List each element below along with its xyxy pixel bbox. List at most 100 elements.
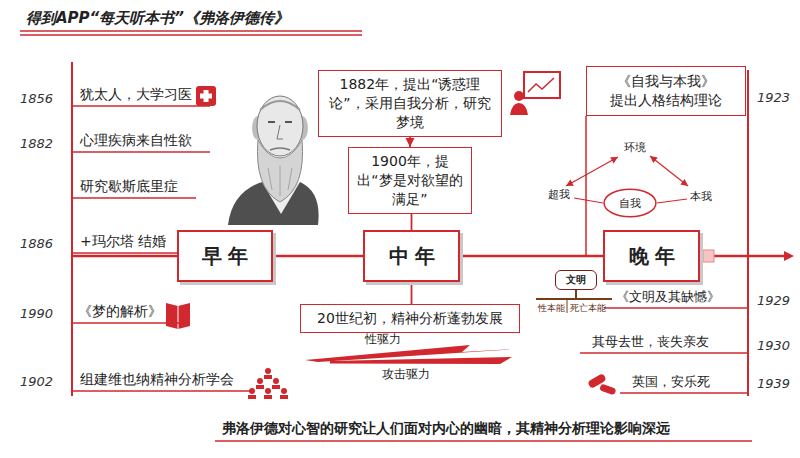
event-label: 心理疾病来自性欲 [80, 132, 192, 150]
event-label: 组建维也纳精神分析学会 [80, 371, 234, 389]
diagram-label: 环境 [624, 140, 646, 155]
presentation-icon [510, 103, 528, 115]
instinct-label: 性本能 [538, 302, 565, 315]
drive-label: 性驱力 [365, 331, 401, 348]
year-label: 1886 [20, 236, 53, 251]
node-subtext: 提出人格结构理论 [610, 91, 722, 110]
society-icon [264, 375, 272, 379]
year-label: 1923 [757, 90, 790, 105]
node-text: 早年 [202, 243, 254, 270]
caption-text: 弗洛伊德对心智的研究让人们面对内心的幽暗，其精神分析理论影响深远 [222, 420, 670, 438]
event-box: 1900年，提出“梦是对欲望的满足” [348, 147, 472, 214]
pills-icon [587, 373, 616, 395]
small-marker [703, 250, 714, 262]
entry-underline [72, 322, 180, 324]
society-icon [264, 395, 272, 399]
ego-circle: 自我 [603, 188, 657, 218]
event-label: 《文明及其缺憾》 [616, 288, 720, 306]
year-label: 1930 [757, 338, 790, 353]
year-label-holder: 1930 [757, 338, 790, 353]
freud-portrait [268, 168, 272, 190]
year-label-holder: 1886 [20, 236, 53, 251]
book-icon [166, 303, 190, 329]
timeline-arrowhead [784, 251, 794, 261]
year-label: 1902 [20, 374, 53, 389]
period-box: 晚年 [603, 230, 700, 282]
title-underline [20, 31, 362, 35]
society-icon [248, 368, 288, 399]
freud-portrait [268, 121, 275, 123]
personality-arrows [610, 157, 618, 164]
year-label-holder: 1902 [20, 374, 53, 389]
personality-arrows [680, 179, 688, 186]
society-icon [273, 378, 279, 384]
society-icon [280, 395, 288, 399]
year-label: 1856 [20, 91, 53, 106]
node-text: 中年 [389, 243, 441, 270]
period-box: 早年 [177, 230, 273, 282]
drive-wedges [305, 345, 516, 364]
balance-symbol [575, 290, 577, 299]
personality-arrows [650, 156, 658, 163]
event-label-holder: 《文明及其缺憾》 [616, 288, 720, 306]
event-box: 1882年，提出“诱惑理论”，采用自我分析，研究梦境 [318, 70, 502, 137]
freud-portrait [260, 101, 300, 110]
entry-underline [620, 392, 748, 394]
personality-arrows [566, 157, 618, 186]
event-label: +玛尔塔 结婚 [80, 233, 166, 251]
event-label-holder: 英国，安乐死 [632, 373, 710, 391]
connector [273, 256, 363, 257]
diagram-label: 超我 [548, 187, 570, 202]
diagram-label-holder: 本我 [690, 189, 712, 204]
year-label-holder: 1990 [20, 306, 53, 321]
year-label: 1929 [757, 293, 790, 308]
event-label: 《梦的解析》 [78, 303, 162, 321]
node-text: 文明 [566, 273, 586, 287]
diagram-label-holder: 超我 [548, 187, 570, 202]
title-text-holder: 得到APP“每天听本书”《弗洛伊德传》 [26, 9, 289, 28]
instinct-label-holder: 死亡本能 [570, 302, 606, 315]
society-icon [265, 368, 271, 374]
node-text: 20世纪初，精神分析蓬勃发展 [317, 309, 503, 328]
node-text: 1900年，提出“梦是对欲望的满足” [355, 152, 465, 209]
entry-underline [72, 151, 210, 153]
drive-label: 攻击驱力 [382, 366, 430, 383]
connector [411, 214, 412, 230]
year-label: 1882 [20, 136, 53, 151]
balance-symbol [567, 300, 568, 313]
event-label-holder: 组建维也纳精神分析学会 [80, 371, 234, 389]
freud-portrait [257, 96, 303, 156]
node-text: 晚年 [629, 243, 681, 270]
event-label-holder: 其母去世，丧失亲友 [592, 333, 709, 351]
event-label: 犹太人，大学习医 [80, 86, 192, 104]
instinct-label-holder: 性本能 [538, 302, 565, 315]
drive-wedges [330, 357, 512, 364]
timeline-lines [747, 70, 749, 396]
timeline-lines [585, 116, 587, 256]
presentation-icon [510, 72, 560, 115]
freud-portrait [285, 121, 292, 123]
caption-text-holder: 弗洛伊德对心智的研究让人们面对内心的幽暗，其精神分析理论影响深远 [222, 420, 670, 438]
event-label-holder: 犹太人，大学习医 [80, 86, 192, 104]
personality-arrows [566, 180, 574, 187]
book-box: 《自我与本我》提出人格结构理论 [586, 66, 746, 116]
diagram-label: 本我 [690, 189, 712, 204]
year-label: 1939 [757, 376, 790, 391]
connector-line [460, 255, 603, 258]
pills-icon [599, 383, 616, 395]
presentation-icon [528, 78, 554, 92]
freud-portrait [270, 148, 290, 150]
instinct-label: 死亡本能 [570, 302, 606, 315]
connector [411, 282, 412, 304]
year-label-holder: 1856 [20, 91, 53, 106]
connector [460, 256, 603, 257]
event-label: 英国，安乐死 [632, 373, 710, 391]
diagram-label-holder: 环境 [624, 140, 646, 155]
event-label: 其母去世，丧失亲友 [592, 333, 709, 351]
entry-underline [604, 307, 748, 309]
event-label-holder: 《梦的解析》 [78, 303, 162, 321]
freud-portrait [288, 168, 292, 190]
year-label-holder: 1923 [757, 90, 790, 105]
medical-cross-icon [196, 86, 216, 106]
